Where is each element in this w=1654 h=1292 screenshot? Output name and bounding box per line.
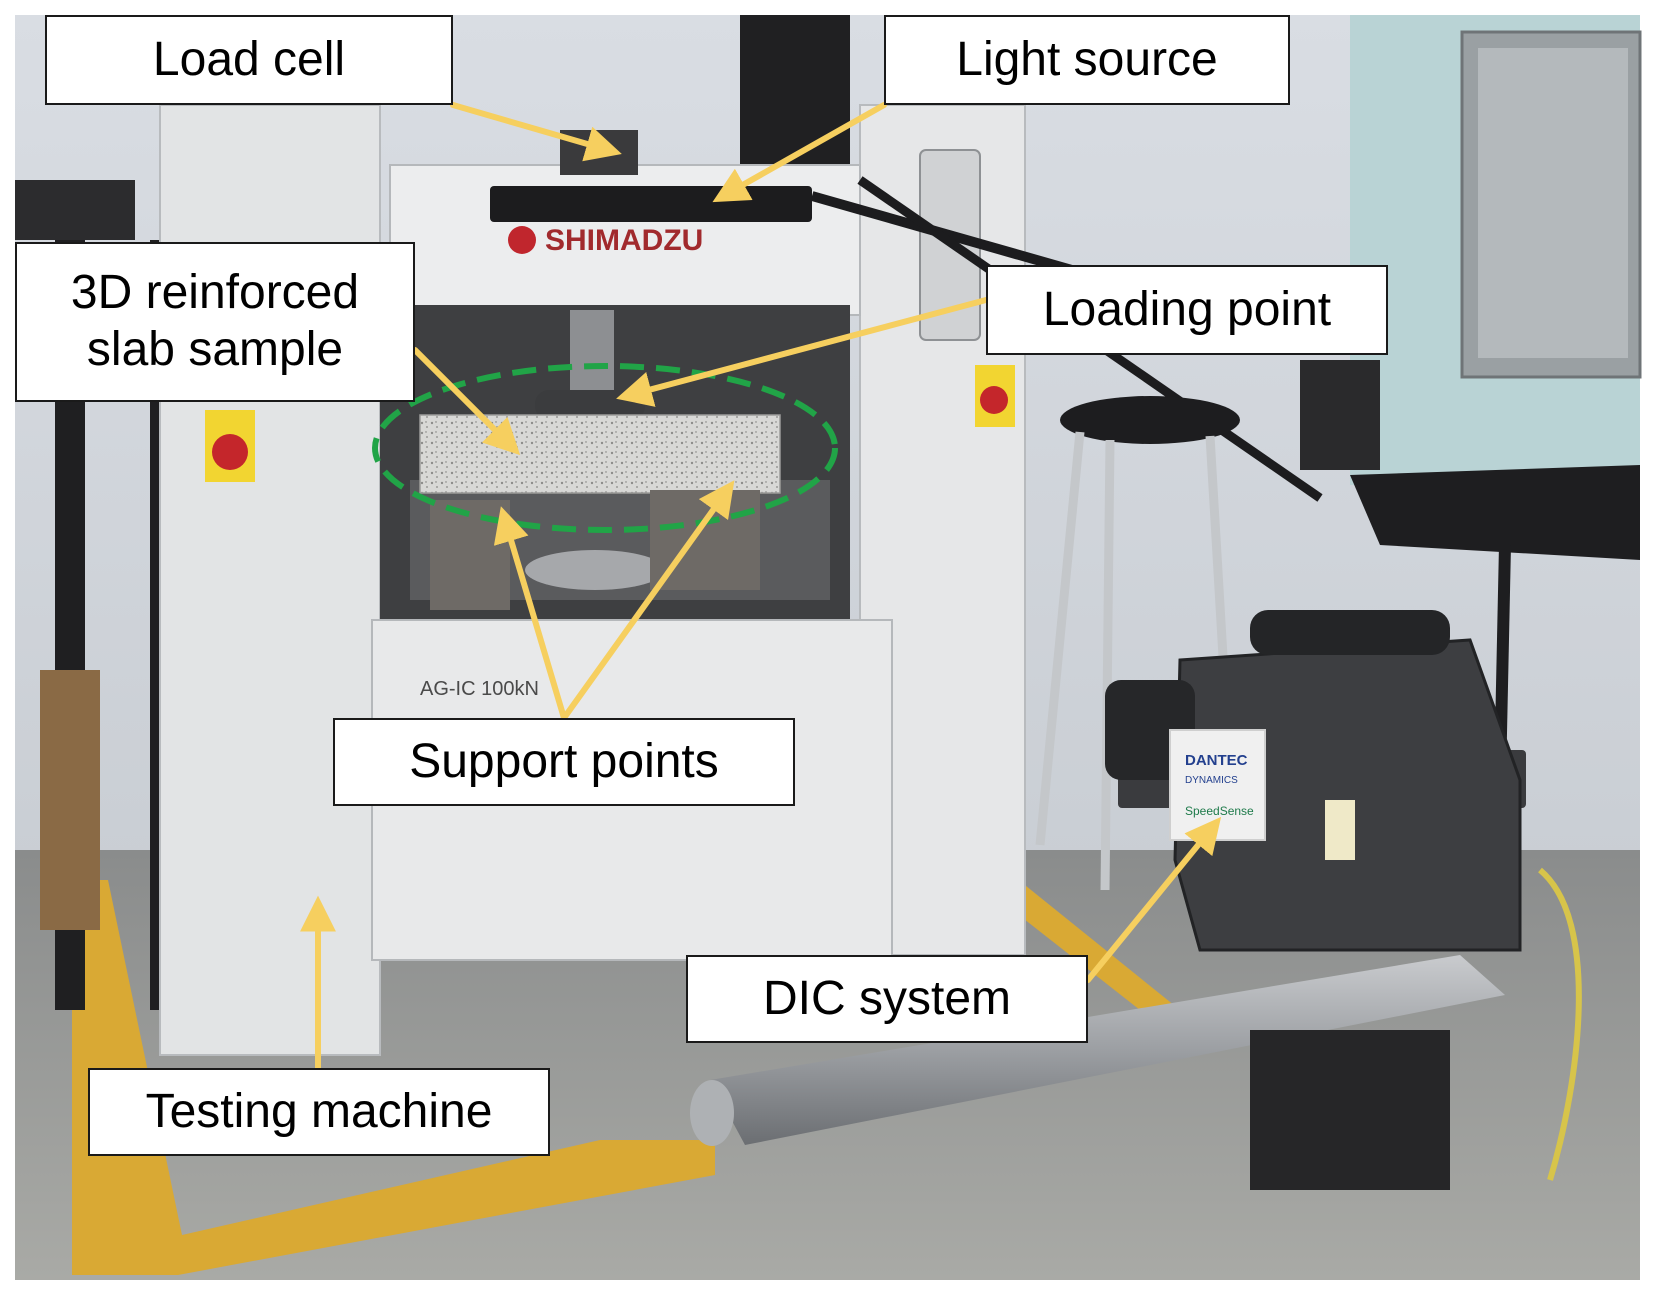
camera-brand-text: DANTEC: [1185, 752, 1248, 769]
pointer-arrows: [300, 102, 1222, 1071]
arrow-loading-point: [616, 297, 989, 407]
arrow-light-source: [712, 102, 887, 203]
arrow-support-left: [493, 506, 567, 721]
machine-brand-text: SHIMADZU: [545, 224, 703, 257]
label-slab-sample: 3D reinforced slab sample: [15, 242, 415, 402]
arrow-slab-sample: [412, 347, 521, 456]
label-testing-machine: Testing machine: [88, 1068, 550, 1156]
label-loading-point: Loading point: [986, 265, 1388, 355]
label-support-points: Support points: [333, 718, 795, 806]
dic-camera: DANTEC DYNAMICS SpeedSense: [1105, 610, 1582, 1181]
arrow-dic-system: [1085, 816, 1222, 983]
slab-highlight-ellipse: [372, 363, 838, 533]
arrow-support-right: [561, 480, 735, 721]
machine-model-text: AG-IC 100kN: [420, 678, 539, 700]
label-load-cell: Load cell: [45, 15, 453, 105]
camera-sub-text: DYNAMICS: [1185, 775, 1238, 786]
tripod-rod: [690, 955, 1505, 1190]
camera-model-text: SpeedSense: [1185, 804, 1254, 818]
arrow-load-cell: [450, 102, 622, 162]
label-dic-system: DIC system: [686, 955, 1088, 1043]
label-light-source: Light source: [884, 15, 1290, 105]
testing-machine: SHIMADZU AG-IC 100kN: [159, 15, 1026, 1056]
